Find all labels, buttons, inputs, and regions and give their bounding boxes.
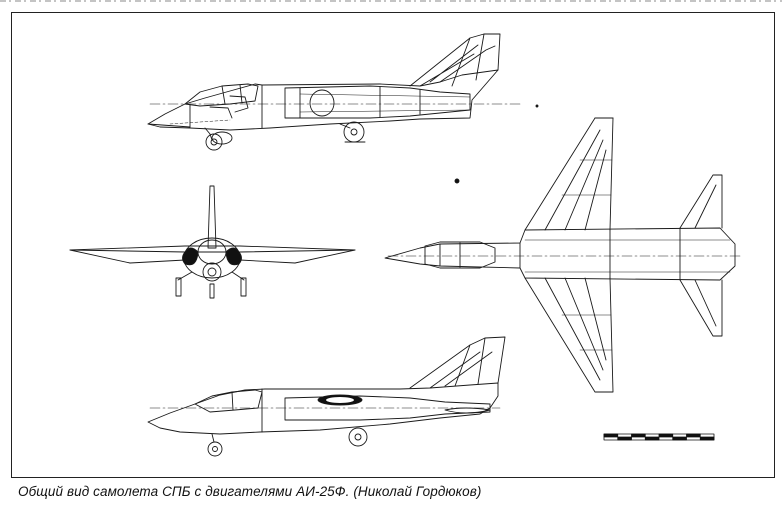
three-view-drawing xyxy=(69,33,741,457)
side-view-bottom xyxy=(147,336,506,457)
front-view xyxy=(69,185,356,299)
drawing-frame xyxy=(11,12,775,478)
figure-caption: Общий вид самолета СПБ с двигателями АИ-… xyxy=(18,484,482,499)
scale-bar xyxy=(603,433,715,441)
plan-view xyxy=(384,104,741,393)
scan-noise-strip xyxy=(0,0,782,2)
side-view-top xyxy=(147,33,521,151)
